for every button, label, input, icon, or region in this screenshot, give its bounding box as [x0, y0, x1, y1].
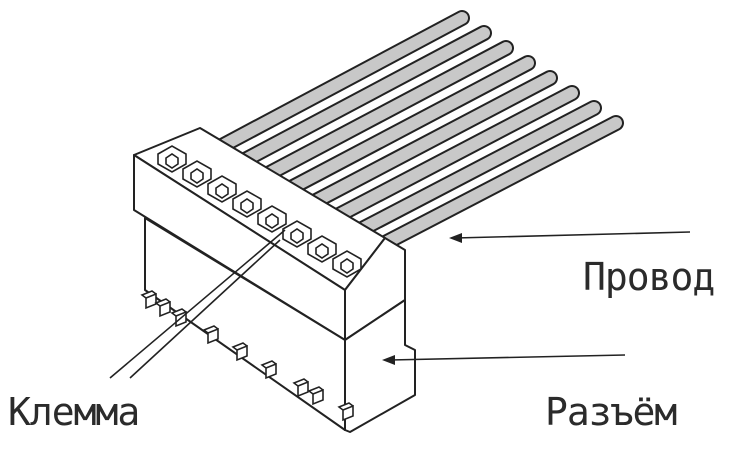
wire-label: Провод — [583, 255, 715, 299]
pin — [231, 342, 248, 362]
terminal-label: Клемма — [8, 390, 140, 434]
terminal-slot — [257, 205, 287, 233]
terminal-slot — [332, 250, 362, 278]
wire — [243, 40, 514, 191]
pin — [140, 290, 157, 310]
wire-leader-line — [454, 231, 691, 239]
terminal-slot — [182, 160, 212, 188]
pin — [260, 360, 277, 380]
wire — [220, 25, 492, 177]
connector-pins — [140, 290, 354, 422]
terminal-slots — [157, 145, 362, 278]
wire — [335, 100, 602, 247]
terminal-slot — [157, 145, 187, 173]
wire-arrowhead — [449, 233, 462, 243]
wire — [312, 85, 580, 233]
pin — [337, 402, 354, 422]
pin — [292, 378, 309, 398]
terminal-leader-line — [109, 229, 286, 379]
wire — [358, 115, 624, 261]
terminal-slot — [232, 190, 262, 218]
connector-label: Разъём — [545, 390, 677, 434]
terminal-slot — [282, 220, 312, 248]
wire — [197, 10, 470, 163]
pin — [307, 386, 324, 406]
leader-lines — [109, 229, 691, 379]
wire — [266, 55, 536, 205]
terminal-leader-line-2 — [129, 239, 281, 379]
connector-leader-line — [389, 354, 626, 361]
wire-bundle — [197, 10, 624, 261]
terminal-slot — [307, 235, 337, 263]
wire — [289, 70, 558, 219]
pin — [202, 325, 219, 345]
pin — [154, 298, 171, 318]
connector-arrowhead — [382, 355, 395, 365]
terminal-slot — [207, 175, 237, 203]
